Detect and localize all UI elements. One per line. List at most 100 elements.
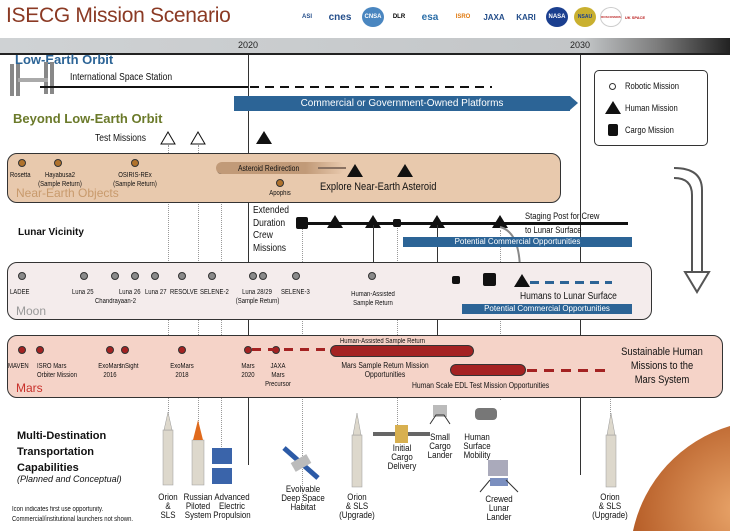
moon-luna-27: Luna 27 — [145, 289, 167, 296]
vehicle-label: Human Surface Mobility — [463, 432, 491, 460]
lunar-vicinity-commercial-bar: Potential Commercial Opportunities — [403, 237, 632, 247]
test-missions-label: Test Missions — [95, 133, 147, 144]
mission-dot — [259, 272, 267, 280]
edl-label: Human Scale EDL Test Mission Opportuniti… — [412, 381, 550, 390]
leo-label: Low-Earth Orbit — [15, 52, 114, 67]
mission-dot — [80, 272, 88, 280]
page-title: ISECG Mission Scenario — [6, 4, 231, 27]
year-2030: 2030 — [570, 40, 591, 50]
flow-arrow-icon — [673, 167, 711, 294]
mars-exomars-2018: ExoMars 2018 — [170, 363, 194, 379]
vehicle-label: Orion & SLS (Upgrade) — [339, 492, 375, 520]
year-line-2020 — [248, 55, 249, 465]
vehicle-label: Advanced Electric Propulsion — [213, 492, 251, 520]
human-mission-triangle-icon — [365, 215, 381, 228]
moon-chandrayaan-2: Chandrayaan-2 — [95, 298, 137, 305]
orion-sls-icon — [162, 411, 174, 486]
cargo-delivery-icon — [373, 425, 430, 443]
cargo-mission-icon — [608, 124, 618, 136]
electric-propulsion-icon — [212, 448, 232, 484]
bleo-label: Beyond Low-Earth Orbit — [13, 111, 163, 126]
mars-isro-mom: ISRO Mars Orbiter Mission — [37, 363, 78, 379]
logo-kari: KARI — [516, 12, 536, 22]
transport-subtitle: (Planned and Conceptual) — [17, 474, 122, 484]
vehicle-label: Orion & SLS (Upgrade) — [592, 492, 628, 520]
legend: Robotic Mission Human Mission Cargo Miss… — [594, 70, 708, 146]
vehicle-label: Russian Piloted System — [183, 492, 213, 520]
edl-bar — [450, 364, 526, 376]
neo-band — [7, 153, 561, 203]
neo-osiris-rex: OSIRIS-REx (Sample Return) — [113, 172, 157, 188]
timeline-axis — [0, 38, 730, 55]
vehicle-icons — [162, 405, 730, 531]
transport-title: Multi-Destination Transportation Capabil… — [17, 430, 107, 474]
human-mission-triangle-icon — [347, 164, 363, 177]
logo-dlr: DLR — [392, 14, 406, 20]
human-mission-triangle-icon — [429, 215, 445, 228]
human-mission-triangle-icon — [327, 215, 343, 228]
cargo-mission-icon — [483, 273, 496, 286]
edl-dashes — [527, 369, 612, 372]
legend-robotic: Robotic Mission — [625, 81, 680, 91]
mars-jaxa-precursor: JAXA Mars Precursor — [265, 363, 291, 388]
mission-dot — [244, 346, 252, 354]
logo-esa: esa — [421, 11, 439, 23]
logo-cnes: cnes — [328, 11, 352, 23]
msr-label: Mars Sample Return Mission Opportunities — [341, 361, 429, 379]
crewed-lunar-lander-icon — [479, 460, 519, 493]
humans-lunar-dashes — [530, 281, 612, 284]
asteroid-redirection-bar — [216, 162, 344, 174]
small-cargo-lander-icon — [429, 405, 451, 425]
asteroid-redirection-label: Asteroid Redirection — [238, 164, 300, 173]
iss-line — [40, 86, 248, 88]
mission-dot — [131, 159, 139, 167]
human-mission-triangle-icon — [492, 215, 508, 228]
mission-dot — [368, 272, 376, 280]
vehicle-label: Evolvable Deep Space Habitat — [281, 484, 325, 512]
redirect-arrow — [318, 167, 346, 169]
crew-missions-label: Extended Duration Crew Missions — [253, 205, 289, 254]
iss-extension-line — [250, 86, 492, 88]
vehicle-label: Crewed Lunar Lander — [485, 494, 513, 522]
human-mission-triangle-icon — [256, 131, 272, 144]
moon-selene-3: SELENE-3 — [281, 289, 310, 296]
legend-cargo: Cargo Mission — [625, 125, 674, 135]
neo-rosetta: Rosetta — [10, 172, 31, 179]
staging-post-label: Staging Post for Crew to Lunar Surface — [525, 211, 600, 235]
moon-luna-28-29: Luna 28/29 (Sample Return) — [235, 289, 280, 305]
moon-human-assisted-sample-return: Human-Assisted Sample Return — [351, 291, 395, 307]
logo-jaxa: JAXA — [483, 12, 505, 22]
human-mission-triangle-icon — [514, 274, 530, 287]
cargo-mission-icon — [296, 217, 308, 229]
mars-2020: Mars 2020 — [241, 363, 255, 379]
neo-hayabusa2: Hayabusa2 (Sample Return) — [38, 172, 82, 188]
human-mission-icon — [605, 101, 621, 114]
mission-dot — [111, 272, 119, 280]
russian-piloted-system-icon — [191, 420, 205, 486]
mission-dot — [292, 272, 300, 280]
mission-dot — [178, 346, 186, 354]
mission-dot — [178, 272, 186, 280]
human-mission-triangle-icon — [397, 164, 413, 177]
human-assisted-sample-return-label: Human-Assisted Sample Return — [340, 338, 425, 345]
orion-sls-upgrade-icon — [351, 412, 363, 488]
mission-dot — [18, 346, 26, 354]
mission-dot — [54, 159, 62, 167]
moon-luna-25: Luna 25 — [72, 289, 94, 296]
iss-label: International Space Station — [70, 72, 173, 83]
vehicle-label: Orion & SLS — [158, 492, 178, 520]
vehicle-label: Initial Cargo Delivery — [387, 443, 417, 471]
logo-nsau: NSAU — [574, 7, 596, 27]
platforms-bar: Commercial or Government-Owned Platforms — [234, 96, 570, 111]
moon-commercial-bar: Potential Commercial Opportunities — [462, 304, 632, 314]
orion-sls-upgrade-icon — [605, 412, 617, 488]
mission-dot — [249, 272, 257, 280]
drop-line — [397, 228, 398, 433]
mars-insight: InSight — [120, 363, 139, 370]
legend-human: Human Mission — [625, 103, 678, 113]
mission-dot — [208, 272, 216, 280]
moon-selene-2: SELENE-2 — [200, 289, 229, 296]
robotic-mission-icon — [609, 83, 616, 90]
mars-planet-image — [633, 426, 730, 531]
platforms-arrow-icon — [570, 96, 578, 110]
